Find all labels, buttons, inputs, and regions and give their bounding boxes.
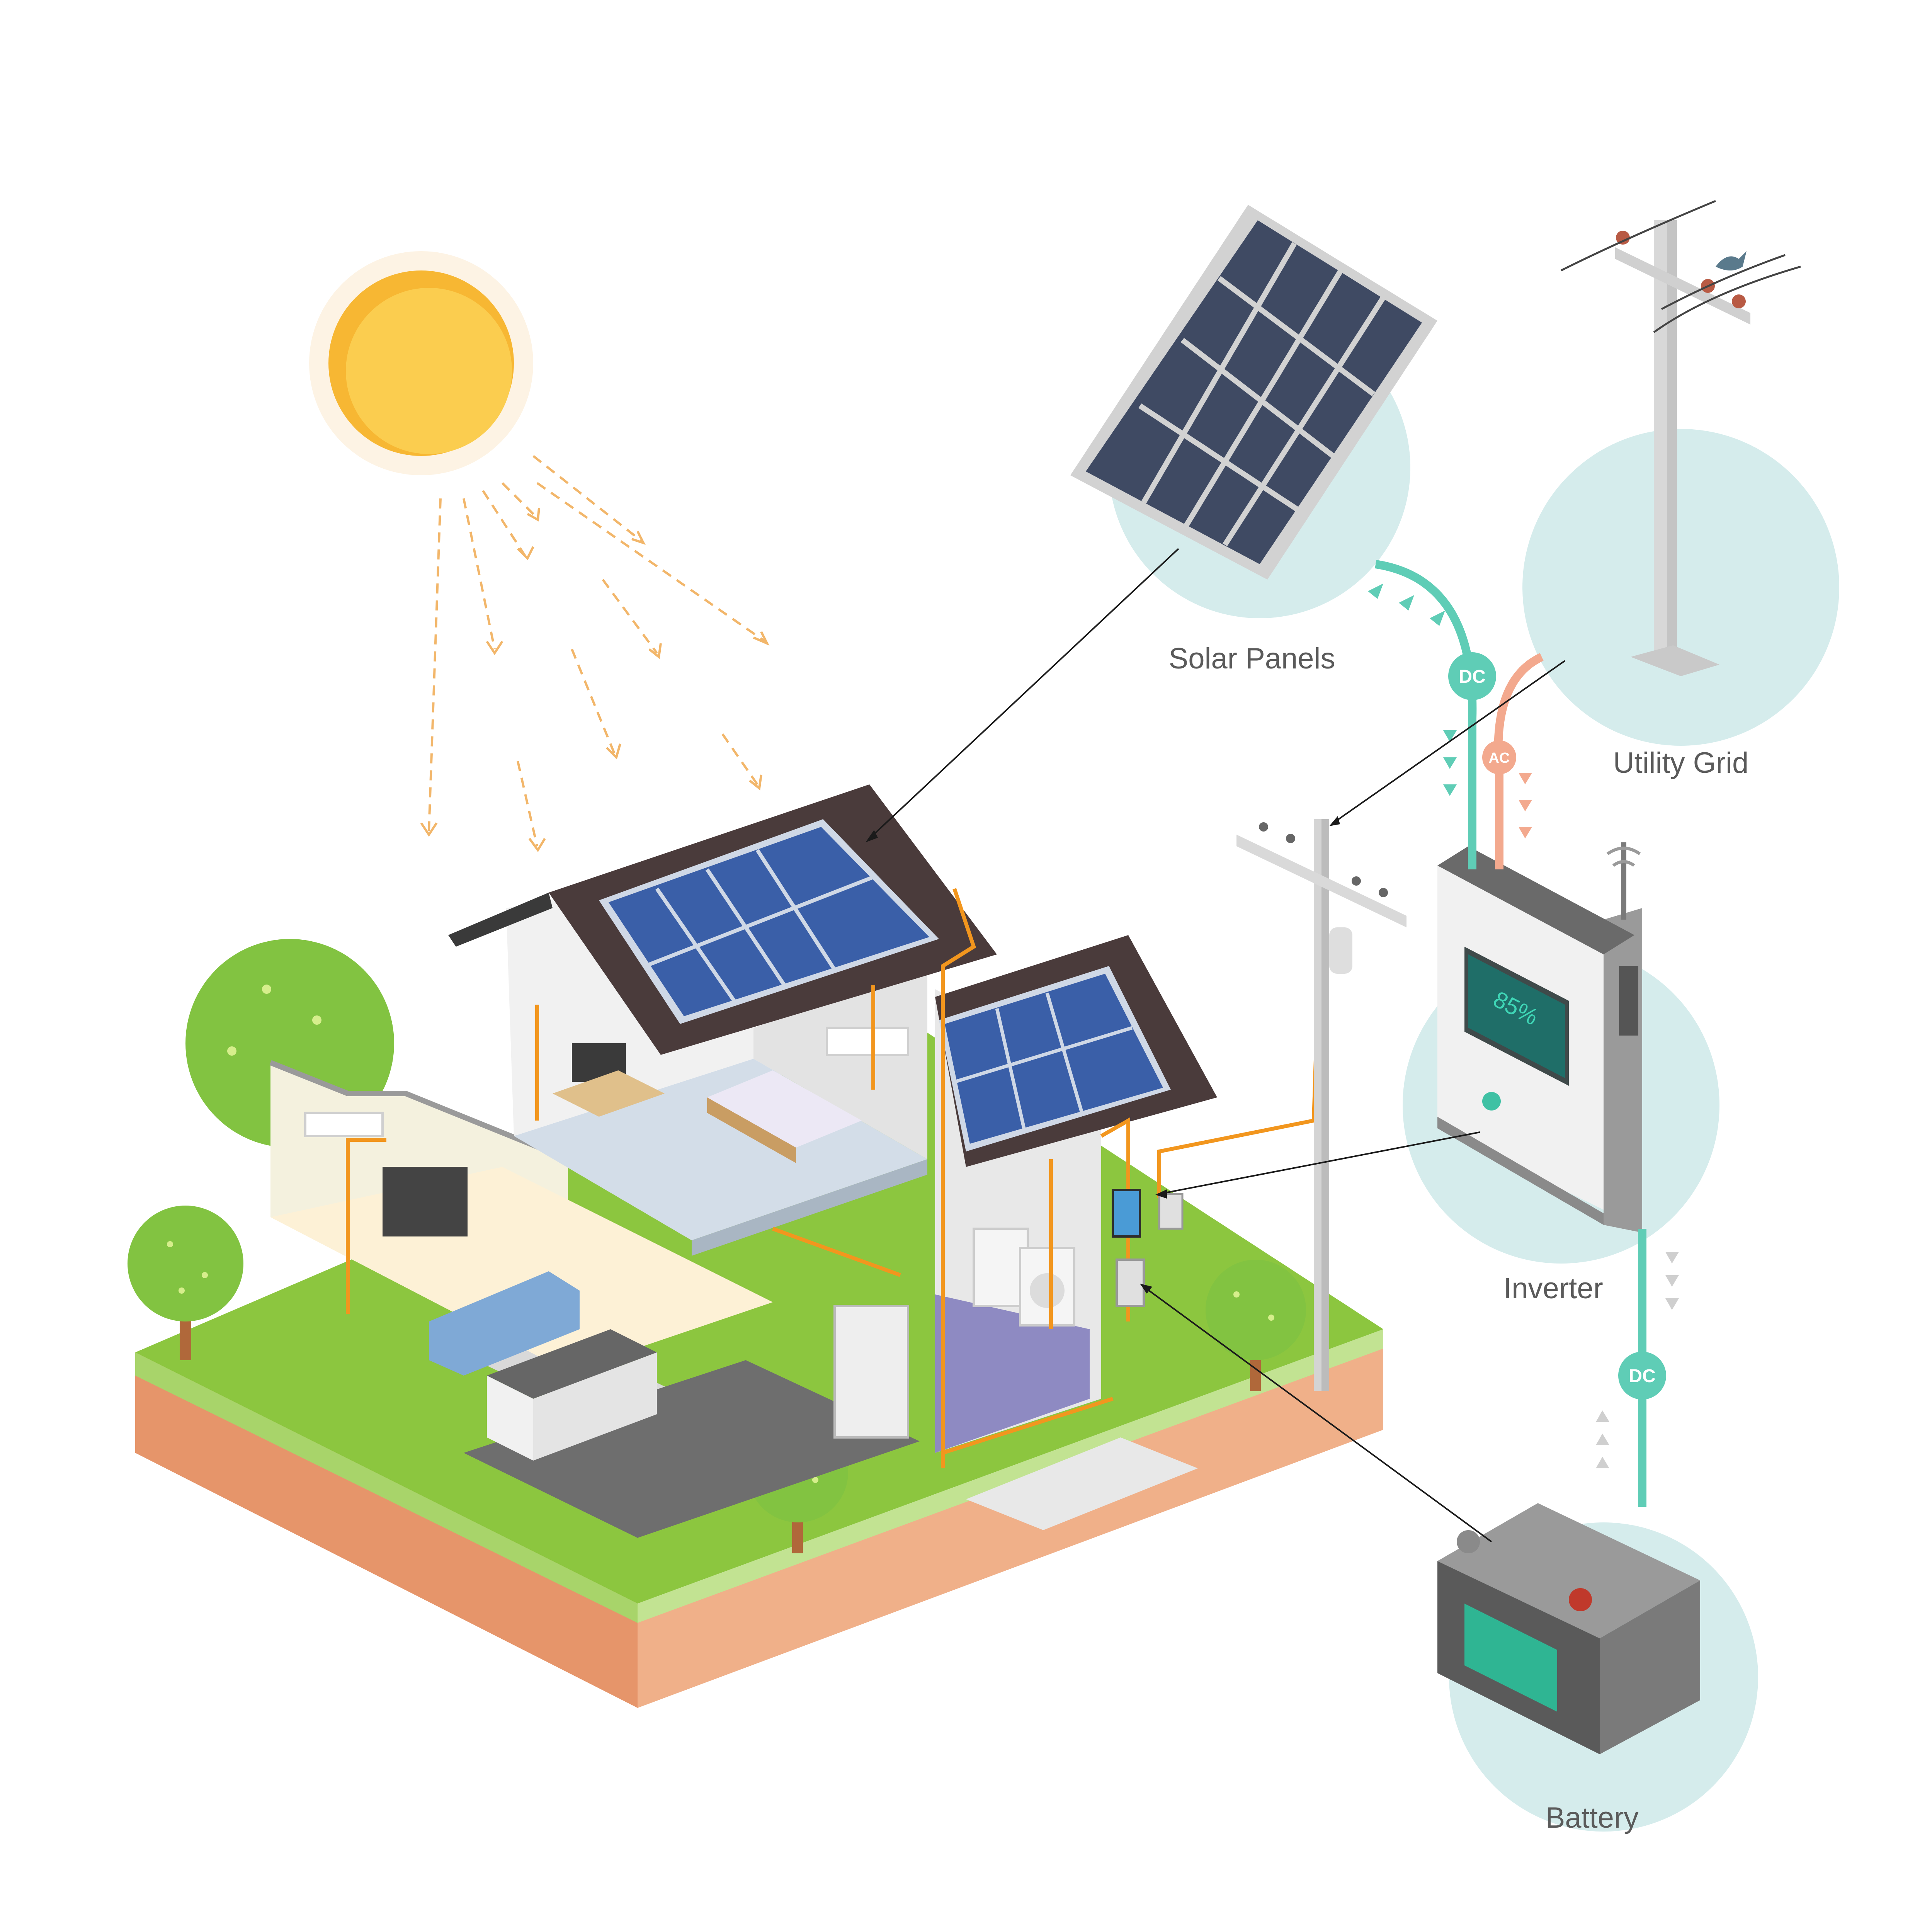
charge-controller-icon [1112,1189,1141,1238]
dc-flow-arrows-bottom [1596,1252,1679,1468]
tree-icon [128,1206,243,1360]
pointer-arrowheads [866,816,1340,1294]
pointer-lines [869,548,1566,1543]
sun-icon [309,251,533,475]
battery-icon [1437,1503,1700,1754]
inverter-icon [1437,842,1642,1233]
battery-label: Battery [1546,1801,1639,1834]
dc-flow-arrows-top [1368,583,1457,796]
utility-grid-label: Utility Grid [1613,747,1748,779]
utility-pole-icon [1560,200,1801,676]
wifi-icon [1606,847,1641,867]
ac-flow-arrows [1519,773,1532,838]
solar-panel-icon [939,966,1171,1151]
house-icon [269,784,1323,1538]
solar-panel-icon [599,819,939,1024]
sun-ray-arrowheads [420,508,770,852]
utility-grid-circle [1522,429,1839,746]
sun-rays [428,455,766,847]
meter-icon [1158,1193,1184,1230]
svg-text:AC: AC [1489,750,1510,766]
breaker-box-icon [1116,1259,1145,1307]
svg-text:DC: DC [1459,667,1485,687]
dc-line-top [1375,560,1477,869]
dc-badge-top: DC [1448,652,1496,700]
dc-badge-bottom: DC [1618,1352,1666,1400]
solar-panel-icon [1070,205,1437,580]
ac-badge: AC [1482,740,1516,774]
inverter-label: Inverter [1503,1272,1603,1305]
solar-panels-label: Solar Panels [1169,642,1335,675]
tree-icon [1206,1260,1306,1391]
bird-icon [1716,251,1747,270]
utility-pole-icon [1236,819,1406,1391]
svg-text:DC: DC [1629,1366,1655,1386]
